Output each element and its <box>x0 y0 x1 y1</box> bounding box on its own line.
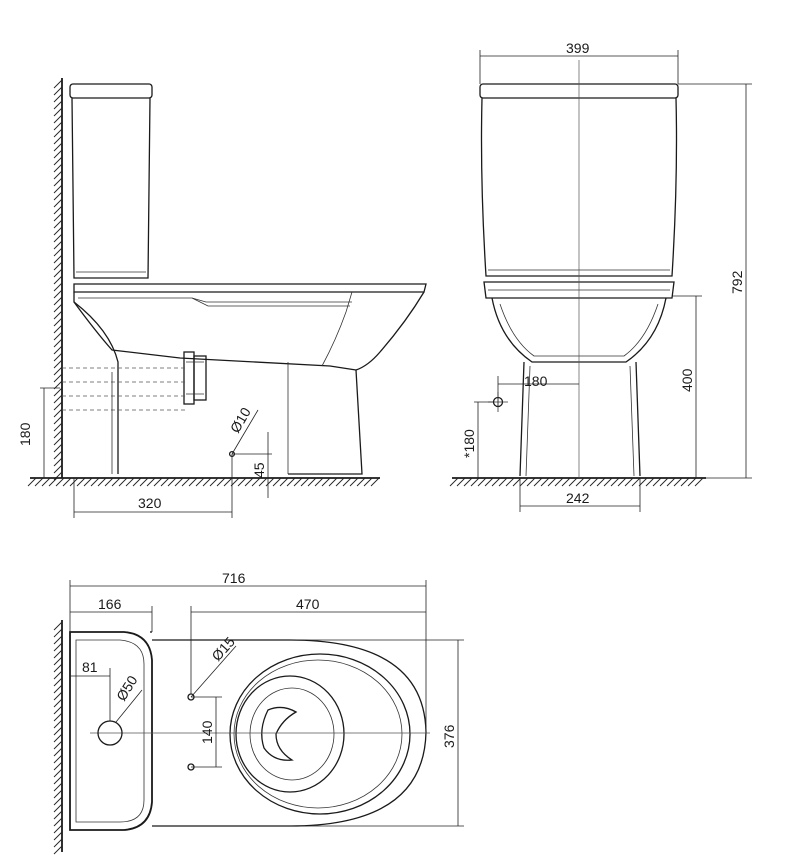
front-dim-180-height: *180 <box>461 401 494 478</box>
front-dim-242: 242 <box>519 478 641 512</box>
front-dim-399: 399 <box>479 40 679 84</box>
side-dim-45: 45 <box>232 432 272 498</box>
front-dim-400-label: 400 <box>679 368 695 392</box>
front-dim-242-label: 242 <box>566 490 590 506</box>
side-view: 180 320 Ø10 45 <box>17 78 427 518</box>
top-dim-81: 81 <box>70 659 111 721</box>
front-floor-hatch <box>449 477 706 487</box>
top-dim-716: 716 <box>69 570 427 732</box>
top-dim-d50: Ø50 <box>113 672 143 723</box>
top-dim-d15-label: Ø15 <box>208 633 238 664</box>
front-dim-180-height-label: *180 <box>461 429 477 458</box>
side-wall-hatch <box>53 78 63 481</box>
top-dim-166: 166 <box>70 596 153 632</box>
side-dim-180-label: 180 <box>17 422 33 446</box>
top-dim-470-label: 470 <box>296 596 320 612</box>
front-dim-180-offset: 180 <box>497 373 579 406</box>
top-dim-81-label: 81 <box>82 659 98 675</box>
side-dim-45-label: 45 <box>251 462 267 478</box>
side-dim-320: 320 <box>73 454 233 518</box>
side-dim-180: 180 <box>17 387 60 479</box>
top-dim-140-label: 140 <box>199 720 215 744</box>
side-fixing-hole: Ø10 <box>227 404 259 458</box>
side-dim-320-label: 320 <box>138 495 162 511</box>
top-dim-376: 376 <box>290 639 464 827</box>
front-dim-180-offset-label: 180 <box>524 373 548 389</box>
front-dim-400: 400 <box>672 295 702 478</box>
side-floor-hatch <box>27 477 380 487</box>
top-dim-716-label: 716 <box>222 570 246 586</box>
top-dim-140: 140 <box>191 696 222 768</box>
front-dim-792-label: 792 <box>729 270 745 294</box>
top-dim-470: 470 <box>190 596 426 694</box>
top-toilet-outline <box>69 631 430 831</box>
top-wall-hatch <box>53 620 63 855</box>
front-dim-792: 792 <box>678 83 752 479</box>
front-view: 399 792 400 180 *180 <box>449 40 752 512</box>
top-dim-166-label: 166 <box>98 596 122 612</box>
top-dim-d50-label: Ø50 <box>113 672 141 703</box>
top-view: 716 166 470 376 Ø15 140 <box>53 570 464 855</box>
front-dim-399-label: 399 <box>566 40 590 56</box>
top-dim-376-label: 376 <box>441 724 457 748</box>
side-dim-d10-label: Ø10 <box>227 404 254 435</box>
top-dim-d15: Ø15 <box>190 633 238 698</box>
side-toilet-outline <box>62 83 427 475</box>
front-toilet-outline <box>479 60 679 478</box>
